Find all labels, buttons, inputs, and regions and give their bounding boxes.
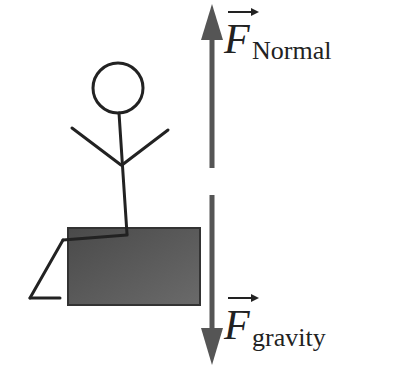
force-symbol: F [224,18,250,60]
normal-force-arrow [201,4,223,168]
force-subscript: Normal [252,38,331,64]
force-symbol: F [224,304,250,346]
gravity-force-arrow [201,195,223,365]
stick-figure [30,63,168,298]
force-subscript: gravity [252,325,326,351]
